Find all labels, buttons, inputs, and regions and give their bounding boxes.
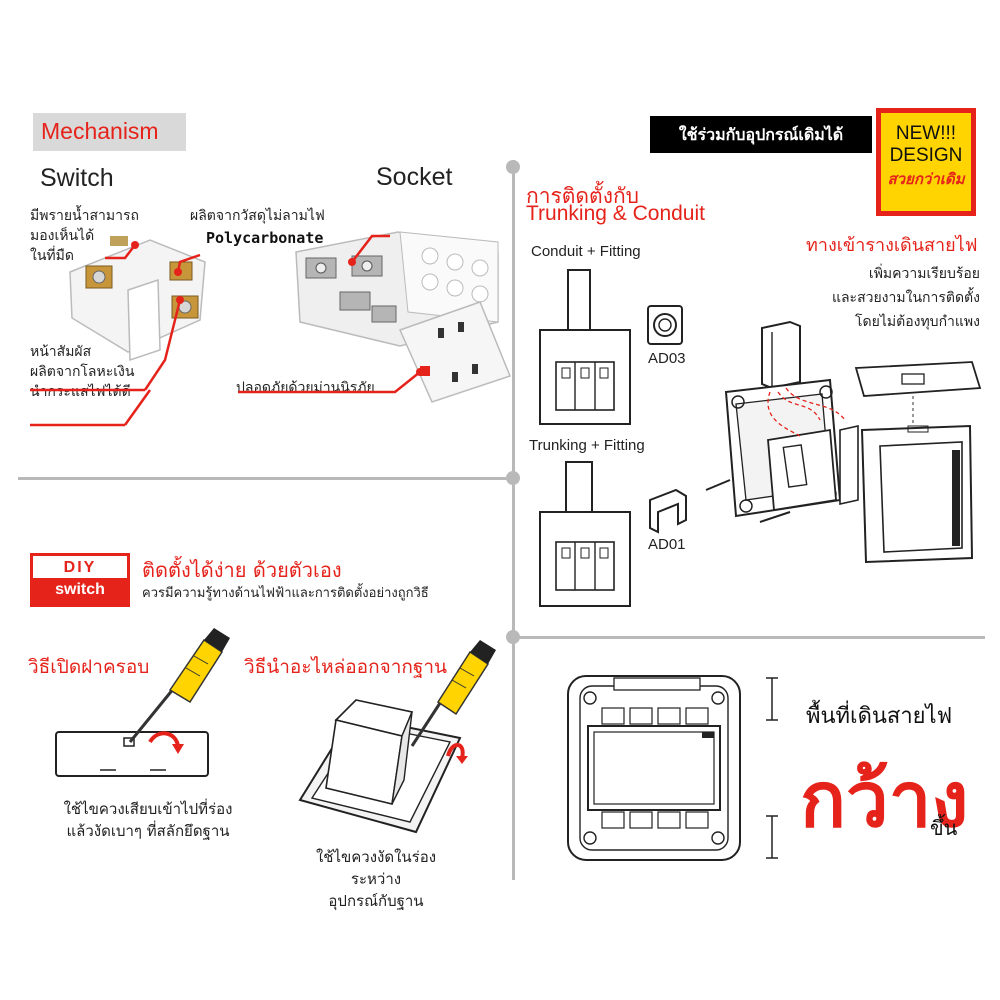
material-note: ผลิตจากวัสดุไม่ลามไฟ — [190, 208, 325, 224]
divider-dot-top — [506, 160, 520, 174]
open-cover-desc: ใช้ไขควงเสียบเข้าไปที่ร่อง แล้วงัดเบาๆ ท… — [63, 800, 233, 840]
material-name: Polycarbonate — [206, 229, 324, 247]
divider-dot-left — [506, 471, 520, 485]
diy-badge: DIY switch — [30, 553, 130, 607]
horizontal-divider-right — [515, 636, 985, 639]
space-big-word: กว้าง — [800, 755, 969, 844]
conduit-code: AD03 — [648, 350, 686, 367]
horizontal-divider-left — [18, 477, 512, 480]
new-line-1: NEW!!! — [895, 123, 957, 144]
entry-title: ทางเข้ารางเดินสายไฟ — [806, 235, 978, 256]
entry-desc: เพิ่มความเรียบร้อย และสวยงามในการติดตั้ง… — [831, 266, 980, 330]
vertical-divider — [512, 160, 515, 880]
diy-subline: ควรมีความรู้ทางด้านไฟฟ้าและการติดตั้งอย่… — [142, 586, 429, 601]
remove-part-title: วิธีนำอะไหล่ออกจากฐาน — [244, 656, 448, 678]
new-line-3: สวยกว่าเดิม — [887, 170, 965, 188]
diy-badge-line1: DIY — [63, 559, 97, 576]
trunking-code: AD01 — [648, 536, 686, 553]
contact-note: หน้าสัมผัส ผลิตจากโลหะเงิน นำกระแสไฟได้ด… — [30, 344, 135, 400]
space-line3: ขึ้น — [930, 816, 958, 840]
mechanism-title: Mechanism — [41, 118, 159, 144]
socket-label: Socket — [376, 163, 453, 191]
divider-dot-right — [506, 630, 520, 644]
compat-text: ใช้ร่วมกับอุปกรณ์เดิมได้ — [678, 125, 844, 144]
glow-note: มีพรายน้ำสามารถ มองเห็นได้ ในที่มืด — [30, 208, 139, 264]
install-title-en: Trunking & Conduit — [526, 202, 705, 225]
install-title-th: การติดตั้งกับ — [526, 184, 639, 208]
conduit-label: Conduit + Fitting — [531, 243, 641, 260]
trunking-label: Trunking + Fitting — [529, 437, 645, 454]
mechanism-title-box: Mechanism — [33, 113, 186, 151]
space-line1: พื้นที่เดินสายไฟ — [806, 704, 953, 729]
new-design-badge: NEW!!! DESIGN สวยกว่าเดิม — [876, 108, 976, 216]
diy-headline: ติดตั้งได้ง่าย ด้วยตัวเอง — [142, 558, 342, 582]
new-line-2: DESIGN — [889, 145, 963, 166]
switch-label: Switch — [40, 164, 114, 192]
remove-part-desc: ใช้ไขควงงัดในร่องระหว่าง อุปกรณ์กับฐาน — [315, 848, 437, 910]
compat-banner: ใช้ร่วมกับอุปกรณ์เดิมได้ — [650, 116, 872, 153]
open-cover-title: วิธีเปิดฝาครอบ — [28, 656, 150, 678]
diy-badge-line2: switch — [33, 578, 127, 604]
